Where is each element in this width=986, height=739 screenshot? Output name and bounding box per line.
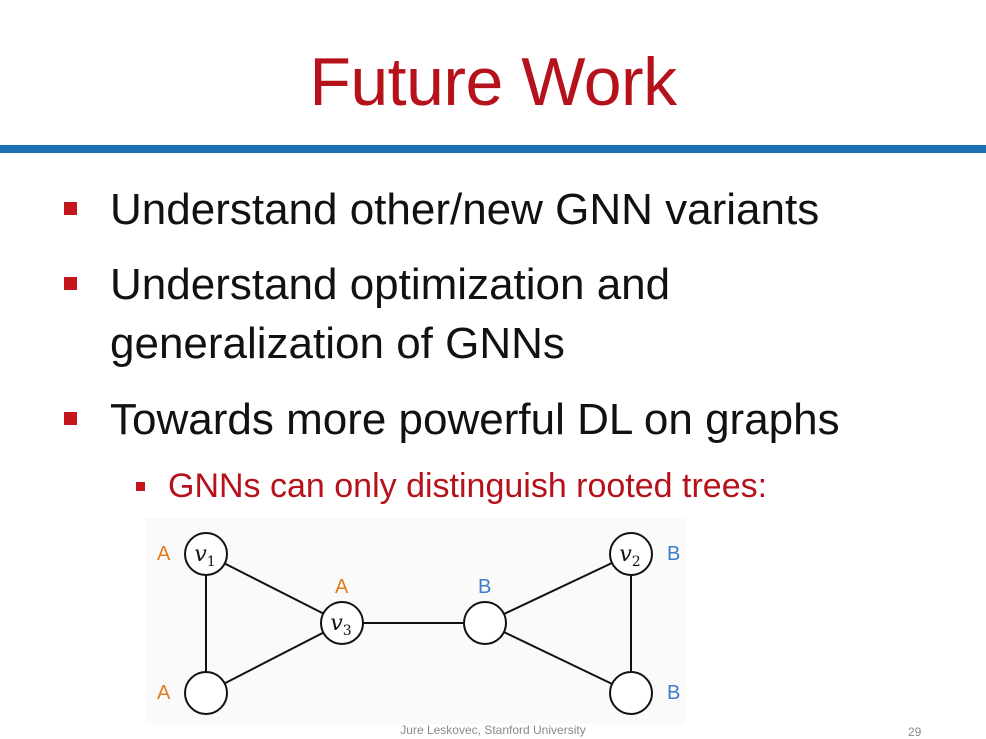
bullet-2-line-2: generalization of GNNs — [110, 319, 565, 368]
bullet-1-text: Understand other/new GNN variants — [110, 185, 820, 234]
graph-edge — [484, 553, 632, 624]
bullet-marker — [64, 412, 77, 425]
graph-node-name: v1 — [194, 542, 215, 570]
graph-node — [463, 601, 507, 645]
slide-title: Future Work — [309, 44, 677, 120]
graph-figure: v1 v3 v2 A A A B B B — [145, 518, 686, 724]
graph-edge — [205, 622, 343, 694]
bullet-2-line-1: Understand optimization and — [110, 260, 671, 309]
node-label-a: A — [157, 682, 171, 704]
graph-svg: v1 v3 v2 A A A B B B — [157, 532, 680, 715]
node-label-a: A — [157, 543, 171, 565]
node-label-b: B — [667, 682, 680, 704]
graph-node — [184, 671, 228, 715]
graph-edge — [484, 622, 632, 694]
node-label-b: B — [667, 543, 680, 565]
graph-edge — [205, 553, 343, 624]
bullet-marker — [64, 277, 77, 290]
title-divider — [0, 145, 986, 153]
node-label-a: A — [335, 576, 349, 598]
graph-node — [320, 601, 364, 645]
bullet-3-text: Towards more powerful DL on graphs — [110, 395, 840, 444]
graph-node-name: v2 — [619, 542, 640, 570]
graph-node — [184, 532, 228, 576]
footer-credit: Jure Leskovec, Stanford University — [400, 723, 586, 737]
bullet-marker — [64, 202, 77, 215]
graph-node-name: v3 — [330, 611, 351, 639]
graph-node — [609, 532, 653, 576]
sub-bullet-text: GNNs can only distinguish rooted trees: — [168, 467, 768, 505]
page-number: 29 — [908, 725, 922, 739]
node-label-b: B — [478, 576, 491, 598]
graph-node — [609, 671, 653, 715]
sub-bullet-marker — [136, 482, 145, 491]
